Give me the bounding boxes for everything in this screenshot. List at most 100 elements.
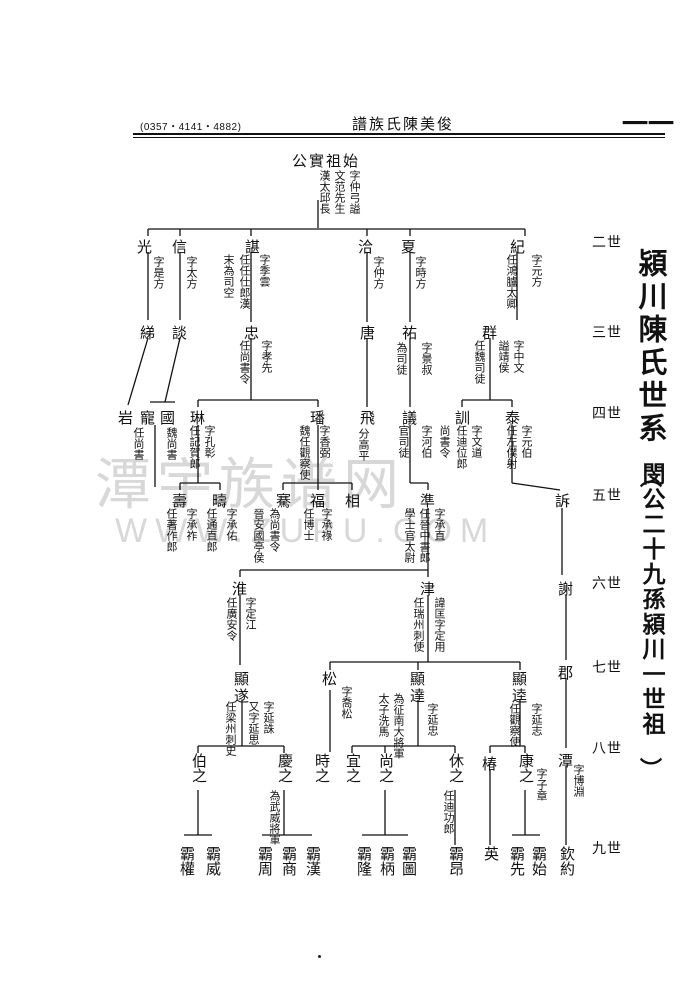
person-name: 璠 <box>310 409 326 427</box>
generation-label: 四世 <box>592 406 622 422</box>
person-name: 尚之 <box>377 753 395 783</box>
page-number: 一一 <box>622 110 675 140</box>
person-note: 字仲方 <box>372 256 385 289</box>
person-note: 又字延思 <box>247 701 260 745</box>
person-note: 為尚書令 <box>268 508 281 552</box>
person-note: 字承祿 <box>320 508 333 541</box>
lineage-line <box>511 482 561 491</box>
person-note: 為征南大將軍 <box>392 693 405 759</box>
person-name: 泰 <box>505 409 521 427</box>
founder-note: 字仲弓謚 <box>348 170 361 214</box>
person-note: 任著作郎 <box>165 508 178 552</box>
person-note: 任左僕射 <box>505 425 518 469</box>
person-note: 字承祚 <box>185 508 198 541</box>
person-name: 霸始 <box>530 846 548 876</box>
person-name: 騫 <box>276 492 292 510</box>
generation-label: 八世 <box>592 741 622 757</box>
generation-label: 三世 <box>592 325 622 341</box>
person-name: 宜之 <box>344 753 362 783</box>
person-note: 字河伯 <box>420 425 433 458</box>
person-note: 任博士 <box>302 508 315 541</box>
person-name: 準 <box>420 492 436 510</box>
generation-label: 九世 <box>592 841 622 857</box>
person-name: 霸先 <box>508 846 526 876</box>
person-name: 議 <box>402 409 418 427</box>
person-note: 任魏司徒 <box>473 340 486 384</box>
header-code: (0357・4141・4882) <box>140 122 242 133</box>
generation-label: 二世 <box>592 235 622 251</box>
person-name: 信 <box>172 238 188 256</box>
person-note: 字時方 <box>414 256 427 289</box>
person-note: 學士官太尉 <box>403 508 416 563</box>
person-name: 霸權 <box>178 846 196 876</box>
person-note: 任尚書令 <box>238 340 251 384</box>
title-paren-open: ︵ <box>640 465 663 491</box>
person-note: 晉安國亭侯 <box>252 508 265 563</box>
person-name: 訴 <box>555 492 571 510</box>
founder-note: 漢太邱長 <box>318 170 331 214</box>
generation-label: 七世 <box>592 660 622 676</box>
person-name: 休之 <box>447 753 465 783</box>
person-name: 訓 <box>455 409 471 427</box>
person-note: 字孔彰 <box>203 425 216 458</box>
person-name: 謝 <box>558 580 574 598</box>
person-name: 霸威 <box>204 846 222 876</box>
person-name: 時之 <box>313 753 331 783</box>
person-name: 松 <box>322 670 338 688</box>
person-note: 任鴻臚太卿 <box>505 254 518 309</box>
header-rule-thin <box>133 137 665 138</box>
person-note: 字太方 <box>185 256 198 289</box>
person-note: 字喬松 <box>340 686 353 719</box>
chart-main-title: 潁川陳氏世系 <box>634 248 668 446</box>
person-name: 霸柄 <box>378 846 396 876</box>
person-name: 忠 <box>244 324 260 342</box>
person-note: 太子洗馬 <box>377 693 390 737</box>
person-name: 談 <box>172 324 188 342</box>
person-note: 任記賀郎 <box>188 425 201 469</box>
person-note: 字定江 <box>244 597 257 630</box>
person-note: 任觀察使 <box>508 703 521 747</box>
founder-note: 文范先生 <box>333 170 346 214</box>
header-title: 譜族氏陳美俊 <box>352 115 455 133</box>
person-note: 任尚書 <box>132 427 145 460</box>
person-name: 潭 <box>558 752 574 770</box>
person-name: 顯 <box>410 670 426 688</box>
person-name: 光 <box>137 238 153 256</box>
person-name: 達 <box>410 687 426 705</box>
person-name: 群 <box>482 324 498 342</box>
person-name: 諶 <box>245 238 261 256</box>
person-note: 任任仕郎漢 <box>238 254 251 309</box>
person-name: 福 <box>310 492 326 510</box>
person-name: 岩 <box>118 409 134 427</box>
person-name: 遂 <box>234 687 250 705</box>
person-name: 霸商 <box>280 846 298 876</box>
person-name: 琳 <box>190 409 206 427</box>
person-name: 洽 <box>358 238 374 256</box>
person-name: 康之 <box>517 753 535 783</box>
title-paren-close: ︶ <box>640 757 663 783</box>
person-note: 為武威將軍 <box>268 790 281 845</box>
person-note: 任迪位郎 <box>455 425 468 469</box>
person-name: 逵 <box>512 687 528 705</box>
header-rule <box>133 133 665 135</box>
generation-label: 五世 <box>592 488 622 504</box>
person-note: 字延志 <box>530 703 543 736</box>
person-name: 夏 <box>401 238 417 256</box>
lineage-line <box>164 337 181 403</box>
person-note: 字中文 <box>512 340 525 373</box>
person-note: 字博淵 <box>572 764 585 797</box>
person-note: 尚書令 <box>438 425 451 458</box>
person-name: 綈 <box>140 324 156 342</box>
person-name: 霸周 <box>256 846 274 876</box>
watermark-text: 潭宇族谱网 <box>95 453 405 518</box>
person-name: 慶之 <box>276 753 294 783</box>
person-name: 椿 <box>482 755 498 773</box>
person-name: 疇 <box>212 492 228 510</box>
person-name: 壽 <box>172 492 188 510</box>
person-note: 分高平 <box>357 428 370 461</box>
person-note: 官司徒 <box>397 425 410 458</box>
person-note: 諱匡字定用 <box>433 597 446 652</box>
person-name: 霸昂 <box>447 846 465 876</box>
person-note: 字文道 <box>470 425 483 458</box>
person-note: 字季雲 <box>258 254 271 287</box>
